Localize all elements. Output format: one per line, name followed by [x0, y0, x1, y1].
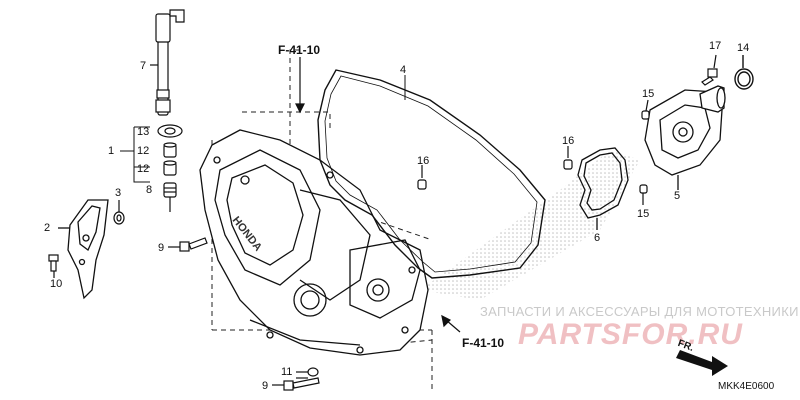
dotted-shading: [420, 150, 640, 300]
reference-bottom: F-41-10: [462, 336, 505, 350]
reference-top: F-41-10: [278, 43, 321, 57]
bolt-part-10: [48, 254, 59, 278]
seal-part-13: [157, 124, 183, 138]
callout-15-a: 15: [642, 88, 655, 100]
dowel-part-16-b: [563, 146, 573, 170]
callout-6: 6: [594, 232, 601, 244]
callout-10: 10: [50, 278, 63, 290]
callout-12-a: 12: [137, 145, 150, 157]
fr-arrow-icon: [676, 350, 728, 376]
callout-14: 14: [737, 42, 750, 54]
callout-1: 1: [108, 145, 115, 157]
dowel-part-15-b: [639, 184, 648, 205]
bolt-part-9-bottom: [272, 377, 320, 391]
shaft-part-7: [150, 9, 185, 116]
watermark-text: ЗАПЧАСТИ И АКСЕССУАРЫ ДЛЯ МОТОТЕХНИКИ: [480, 304, 799, 319]
callout-9-bottom: 9: [262, 380, 269, 392]
dowel-part-16-a: [417, 165, 427, 190]
callout-5: 5: [674, 190, 681, 202]
gasket-part-6: [577, 147, 629, 230]
cover-plate-part-2: [58, 199, 109, 300]
callout-3: 3: [115, 187, 122, 199]
callout-2: 2: [44, 222, 51, 234]
water-pump-part-5: [644, 85, 726, 190]
clutch-cover: [199, 129, 429, 356]
callout-16-b: 16: [562, 135, 575, 147]
callout-15-b: 15: [637, 208, 650, 220]
callout-12-b: 12: [137, 163, 150, 175]
callout-13: 13: [137, 126, 150, 138]
washer-part-3: [113, 200, 125, 225]
o-ring-part-14: [734, 55, 754, 90]
callout-17: 17: [709, 40, 722, 52]
pin-part-12a: [163, 142, 177, 158]
dowel-part-11: [296, 367, 319, 379]
callout-4: 4: [400, 64, 407, 76]
diagram-code: MKK4E0600: [718, 381, 775, 392]
pin-part-12b: [163, 160, 177, 176]
gasket-part-4: [317, 69, 546, 279]
callout-8: 8: [146, 184, 153, 196]
callout-16-a: 16: [417, 155, 430, 167]
callout-7: 7: [140, 60, 147, 72]
group-bracket-1: [120, 126, 150, 183]
reference-leaders: [295, 57, 461, 333]
watermark-logo: PARTSFOR.RU: [518, 318, 743, 351]
callout-9-top: 9: [158, 242, 165, 254]
bolt-part-17: [701, 54, 718, 86]
plug-part-8: [163, 182, 177, 212]
callout-11: 11: [281, 366, 293, 378]
bolt-part-9-top: [168, 237, 208, 252]
dowel-part-15-a: [641, 99, 650, 120]
